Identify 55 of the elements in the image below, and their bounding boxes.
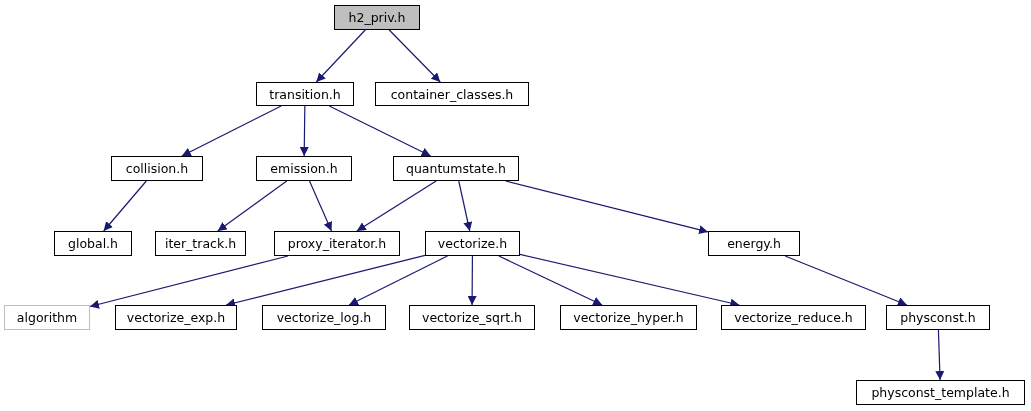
file-name: vectorize_log.h — [276, 310, 372, 325]
file-name: vectorize_sqrt.h — [422, 310, 522, 325]
arrow — [784, 255, 908, 306]
arrow — [217, 180, 288, 232]
file-box — [111, 156, 203, 181]
arrow — [315, 29, 366, 83]
file-name: vectorize_hyper.h — [573, 310, 684, 325]
file-box — [886, 305, 990, 330]
arrow — [181, 105, 282, 157]
file-box — [262, 305, 386, 330]
file-box — [256, 82, 354, 106]
file-box — [708, 231, 800, 256]
file-box — [375, 82, 529, 106]
file-box — [560, 305, 697, 330]
file-name: quantumstate.h — [406, 161, 506, 176]
file-box — [115, 305, 237, 330]
file-box — [409, 305, 535, 330]
file-name: vectorize_reduce.h — [734, 310, 853, 325]
file-name: proxy_iterator.h — [287, 236, 387, 251]
file-box — [334, 5, 420, 30]
arrow — [935, 329, 945, 381]
arrow — [103, 180, 147, 232]
file-box — [274, 231, 400, 256]
file-name: physconst.h — [900, 310, 976, 325]
file-name: energy.h — [727, 236, 781, 251]
file-box — [54, 231, 132, 256]
arrow — [388, 29, 441, 83]
arrow — [356, 180, 437, 232]
file-box — [256, 156, 352, 181]
arrow — [299, 105, 309, 157]
file-name: vectorize_exp.h — [126, 310, 226, 325]
file-name: emission.h — [270, 161, 338, 176]
file-name: h2_priv.h — [348, 10, 406, 25]
arrow — [328, 105, 432, 157]
file-box — [425, 231, 520, 256]
file-box — [856, 380, 1025, 405]
file-name: iter_track.h — [164, 236, 237, 251]
file-name: container_classes.h — [390, 86, 514, 102]
arrow — [89, 255, 289, 309]
arrow — [348, 255, 449, 306]
file-name: algorithm — [16, 310, 78, 325]
file-box — [393, 156, 519, 181]
file-box — [4, 305, 90, 330]
file-name: vectorize.h — [437, 236, 508, 251]
file-name: global.h — [68, 236, 118, 251]
file-box — [721, 305, 866, 330]
file-name: collision.h — [125, 161, 189, 176]
arrow — [505, 180, 709, 235]
file-name: physconst_template.h — [871, 385, 1010, 400]
arrow — [458, 180, 473, 232]
file-box — [155, 231, 246, 256]
file-name: transition.h — [269, 86, 341, 102]
arrow — [498, 255, 603, 306]
arrow — [308, 180, 333, 232]
arrow — [467, 255, 477, 306]
